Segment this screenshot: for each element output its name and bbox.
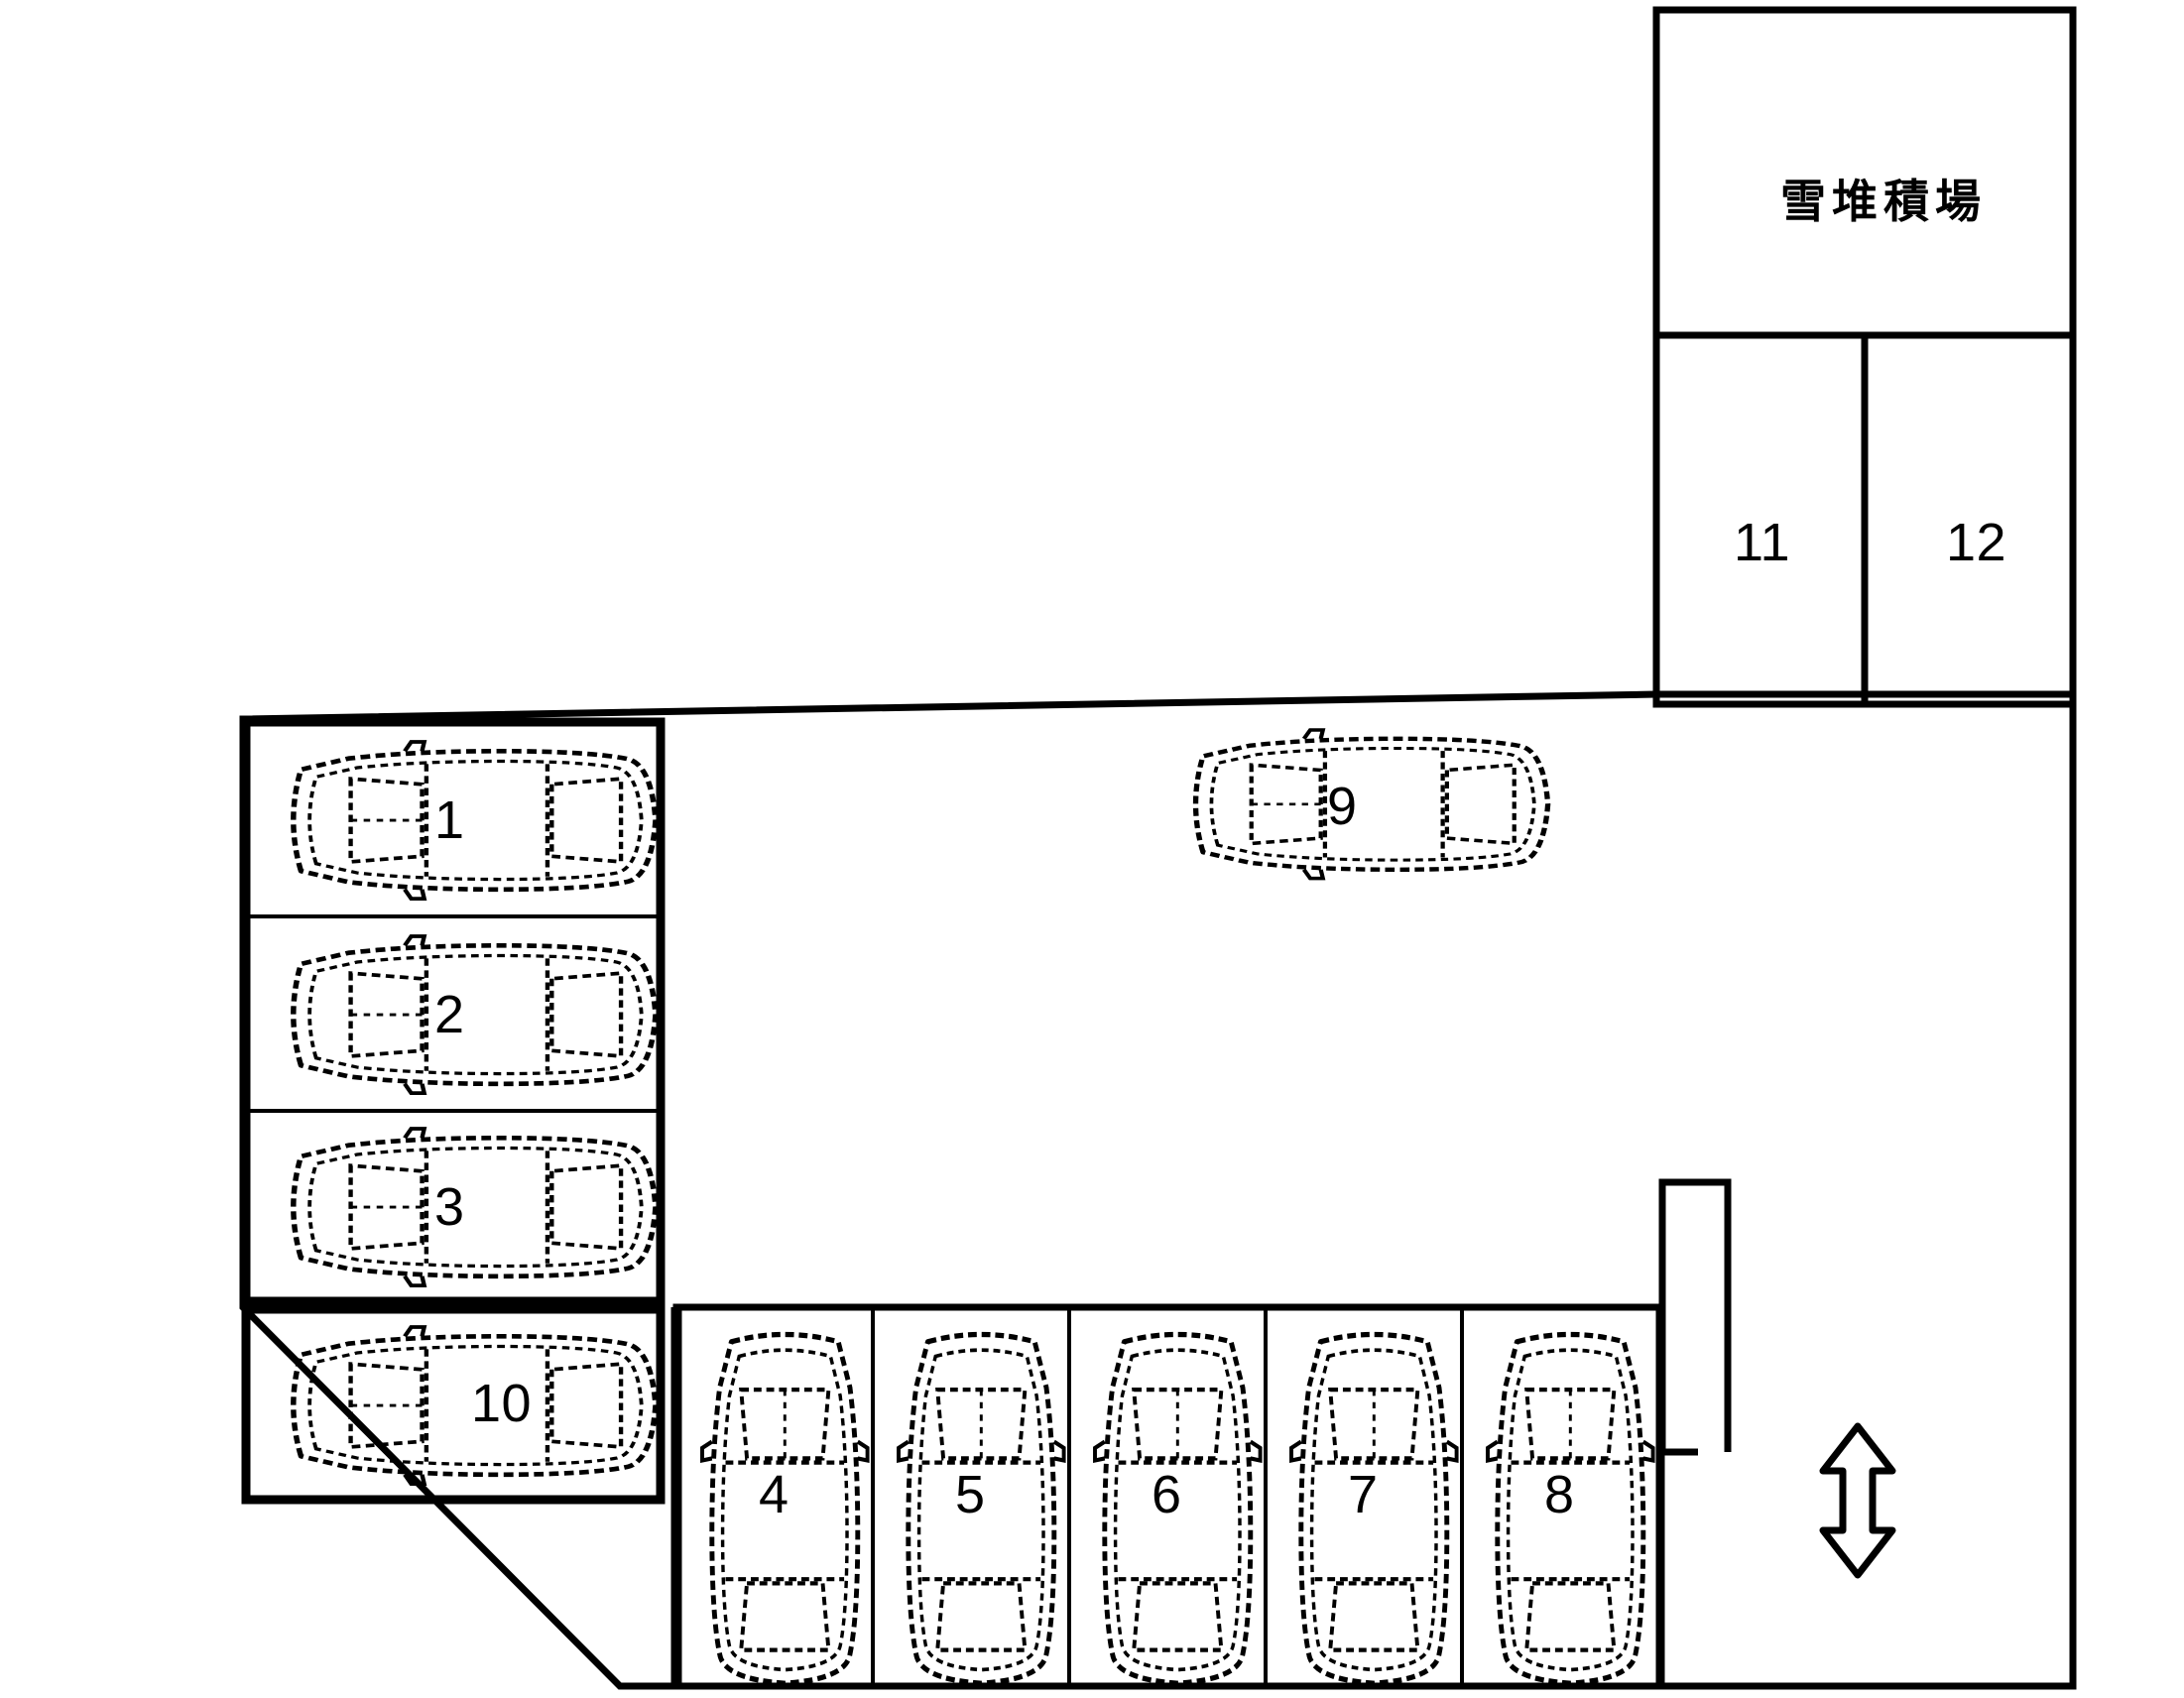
stall-number-7: 7 [1348,1465,1379,1524]
stall-number-11: 11 [1734,513,1791,572]
car-stall-3 [294,1129,656,1285]
stall-number-10: 10 [471,1374,533,1433]
stall-10-box[interactable] [241,1304,666,1505]
car-stall-2 [294,936,656,1093]
stall-number-8: 8 [1544,1465,1575,1524]
stall-block-1-3-outline [241,717,666,1306]
two-way-direction-arrow [1819,1422,1896,1579]
stall-number-4: 4 [759,1465,789,1524]
stall-number-2: 2 [434,985,465,1044]
stall-number-1: 1 [434,790,465,850]
structure-post [1658,1178,1732,1456]
stall-number-5: 5 [955,1465,986,1524]
stall-number-9: 9 [1327,777,1358,836]
car-stall-9 [1196,730,1548,879]
stall-number-12: 12 [1946,513,2007,572]
stall-group-11-12 [1652,331,2077,708]
stall-number-6: 6 [1152,1465,1182,1524]
site-boundary [239,6,2077,1690]
snow-storage-area[interactable] [1652,6,2077,339]
car-stall-1 [294,742,656,899]
stall-number-3: 3 [434,1177,465,1237]
snow-storage-label: 雪堆積場 [1780,175,1987,228]
stall-group-1-2-3 [241,717,666,1306]
